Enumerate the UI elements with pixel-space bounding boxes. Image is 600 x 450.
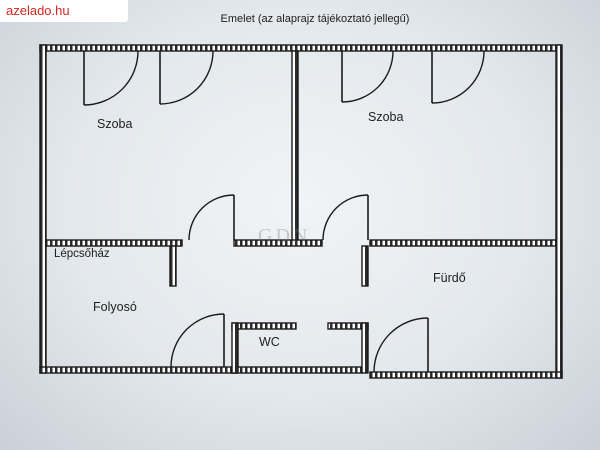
room-label-szoba-right: Szoba — [368, 110, 404, 124]
wall-room-divider — [291, 50, 299, 242]
wall-bath-stub — [361, 245, 369, 287]
door-top-1 — [83, 50, 139, 106]
wall-wc-left — [231, 322, 239, 374]
door-top-4 — [431, 50, 485, 104]
door-mid-right — [322, 194, 369, 241]
wall-right — [555, 44, 563, 379]
wall-stair-stub — [169, 245, 177, 287]
wall-left — [39, 44, 47, 374]
room-label-folyoso: Folyosó — [93, 300, 137, 314]
wall-bottom-left — [39, 366, 237, 374]
wall-bottom-mid — [231, 366, 363, 374]
wall-top — [39, 44, 561, 52]
wall-mid-right — [369, 239, 557, 247]
wall-wc-top-left — [231, 322, 297, 330]
room-label-wc: WC — [259, 335, 280, 349]
room-label-lepcsohaz: Lépcsőház — [54, 248, 110, 260]
site-tag-label: azelado.hu — [6, 3, 70, 18]
door-bottom-left — [170, 313, 225, 368]
door-top-2 — [159, 50, 214, 105]
watermark-logo: GDN — [258, 225, 311, 247]
room-label-szoba-left: Szoba — [97, 117, 133, 131]
door-mid-left — [188, 194, 235, 241]
plan-title: Emelet (az alaprajz tájékoztató jellegű) — [220, 13, 410, 25]
wall-bottom-right — [369, 371, 563, 379]
wall-mid-left — [45, 239, 183, 247]
room-label-furdo: Fürdő — [433, 271, 466, 285]
doors — [83, 50, 485, 373]
outer-walls — [39, 44, 563, 379]
door-top-3 — [341, 50, 394, 103]
wall-wc-right — [361, 322, 369, 374]
wall-mid-center — [233, 239, 323, 247]
door-bottom-right — [373, 317, 429, 373]
interior-walls — [45, 50, 557, 374]
site-tag[interactable]: azelado.hu — [0, 0, 128, 22]
